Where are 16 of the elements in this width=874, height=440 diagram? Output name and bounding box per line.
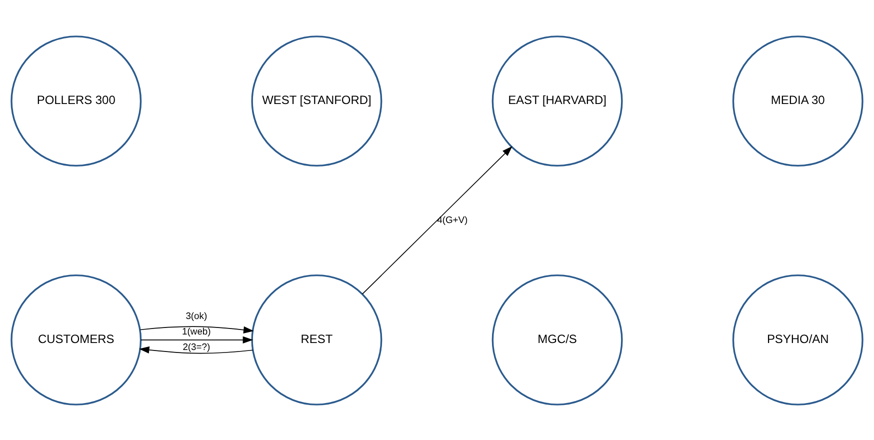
arrow — [139, 346, 254, 354]
arrow — [140, 326, 254, 333]
node-circle: EAST [HARVARD] — [492, 35, 623, 166]
edge-label: 3(ok) — [186, 310, 208, 321]
node-circle: REST — [251, 274, 382, 405]
node-circle: CUSTOMERS — [10, 274, 142, 405]
edge-label: 4(G+V) — [437, 213, 468, 224]
edge-label: 1(web) — [182, 325, 211, 336]
arrow — [140, 336, 254, 344]
node-circle: PSYHO/AN — [732, 274, 864, 405]
node-circle: MGC/S — [492, 274, 623, 405]
node-circle: MEDIA 30 — [732, 35, 864, 166]
edge-label: 2(3=?) — [182, 340, 210, 352]
node-circle: POLLERS 300 — [10, 35, 142, 166]
node-circle: WEST [STANFORD] — [251, 35, 382, 166]
arrow — [362, 146, 512, 294]
